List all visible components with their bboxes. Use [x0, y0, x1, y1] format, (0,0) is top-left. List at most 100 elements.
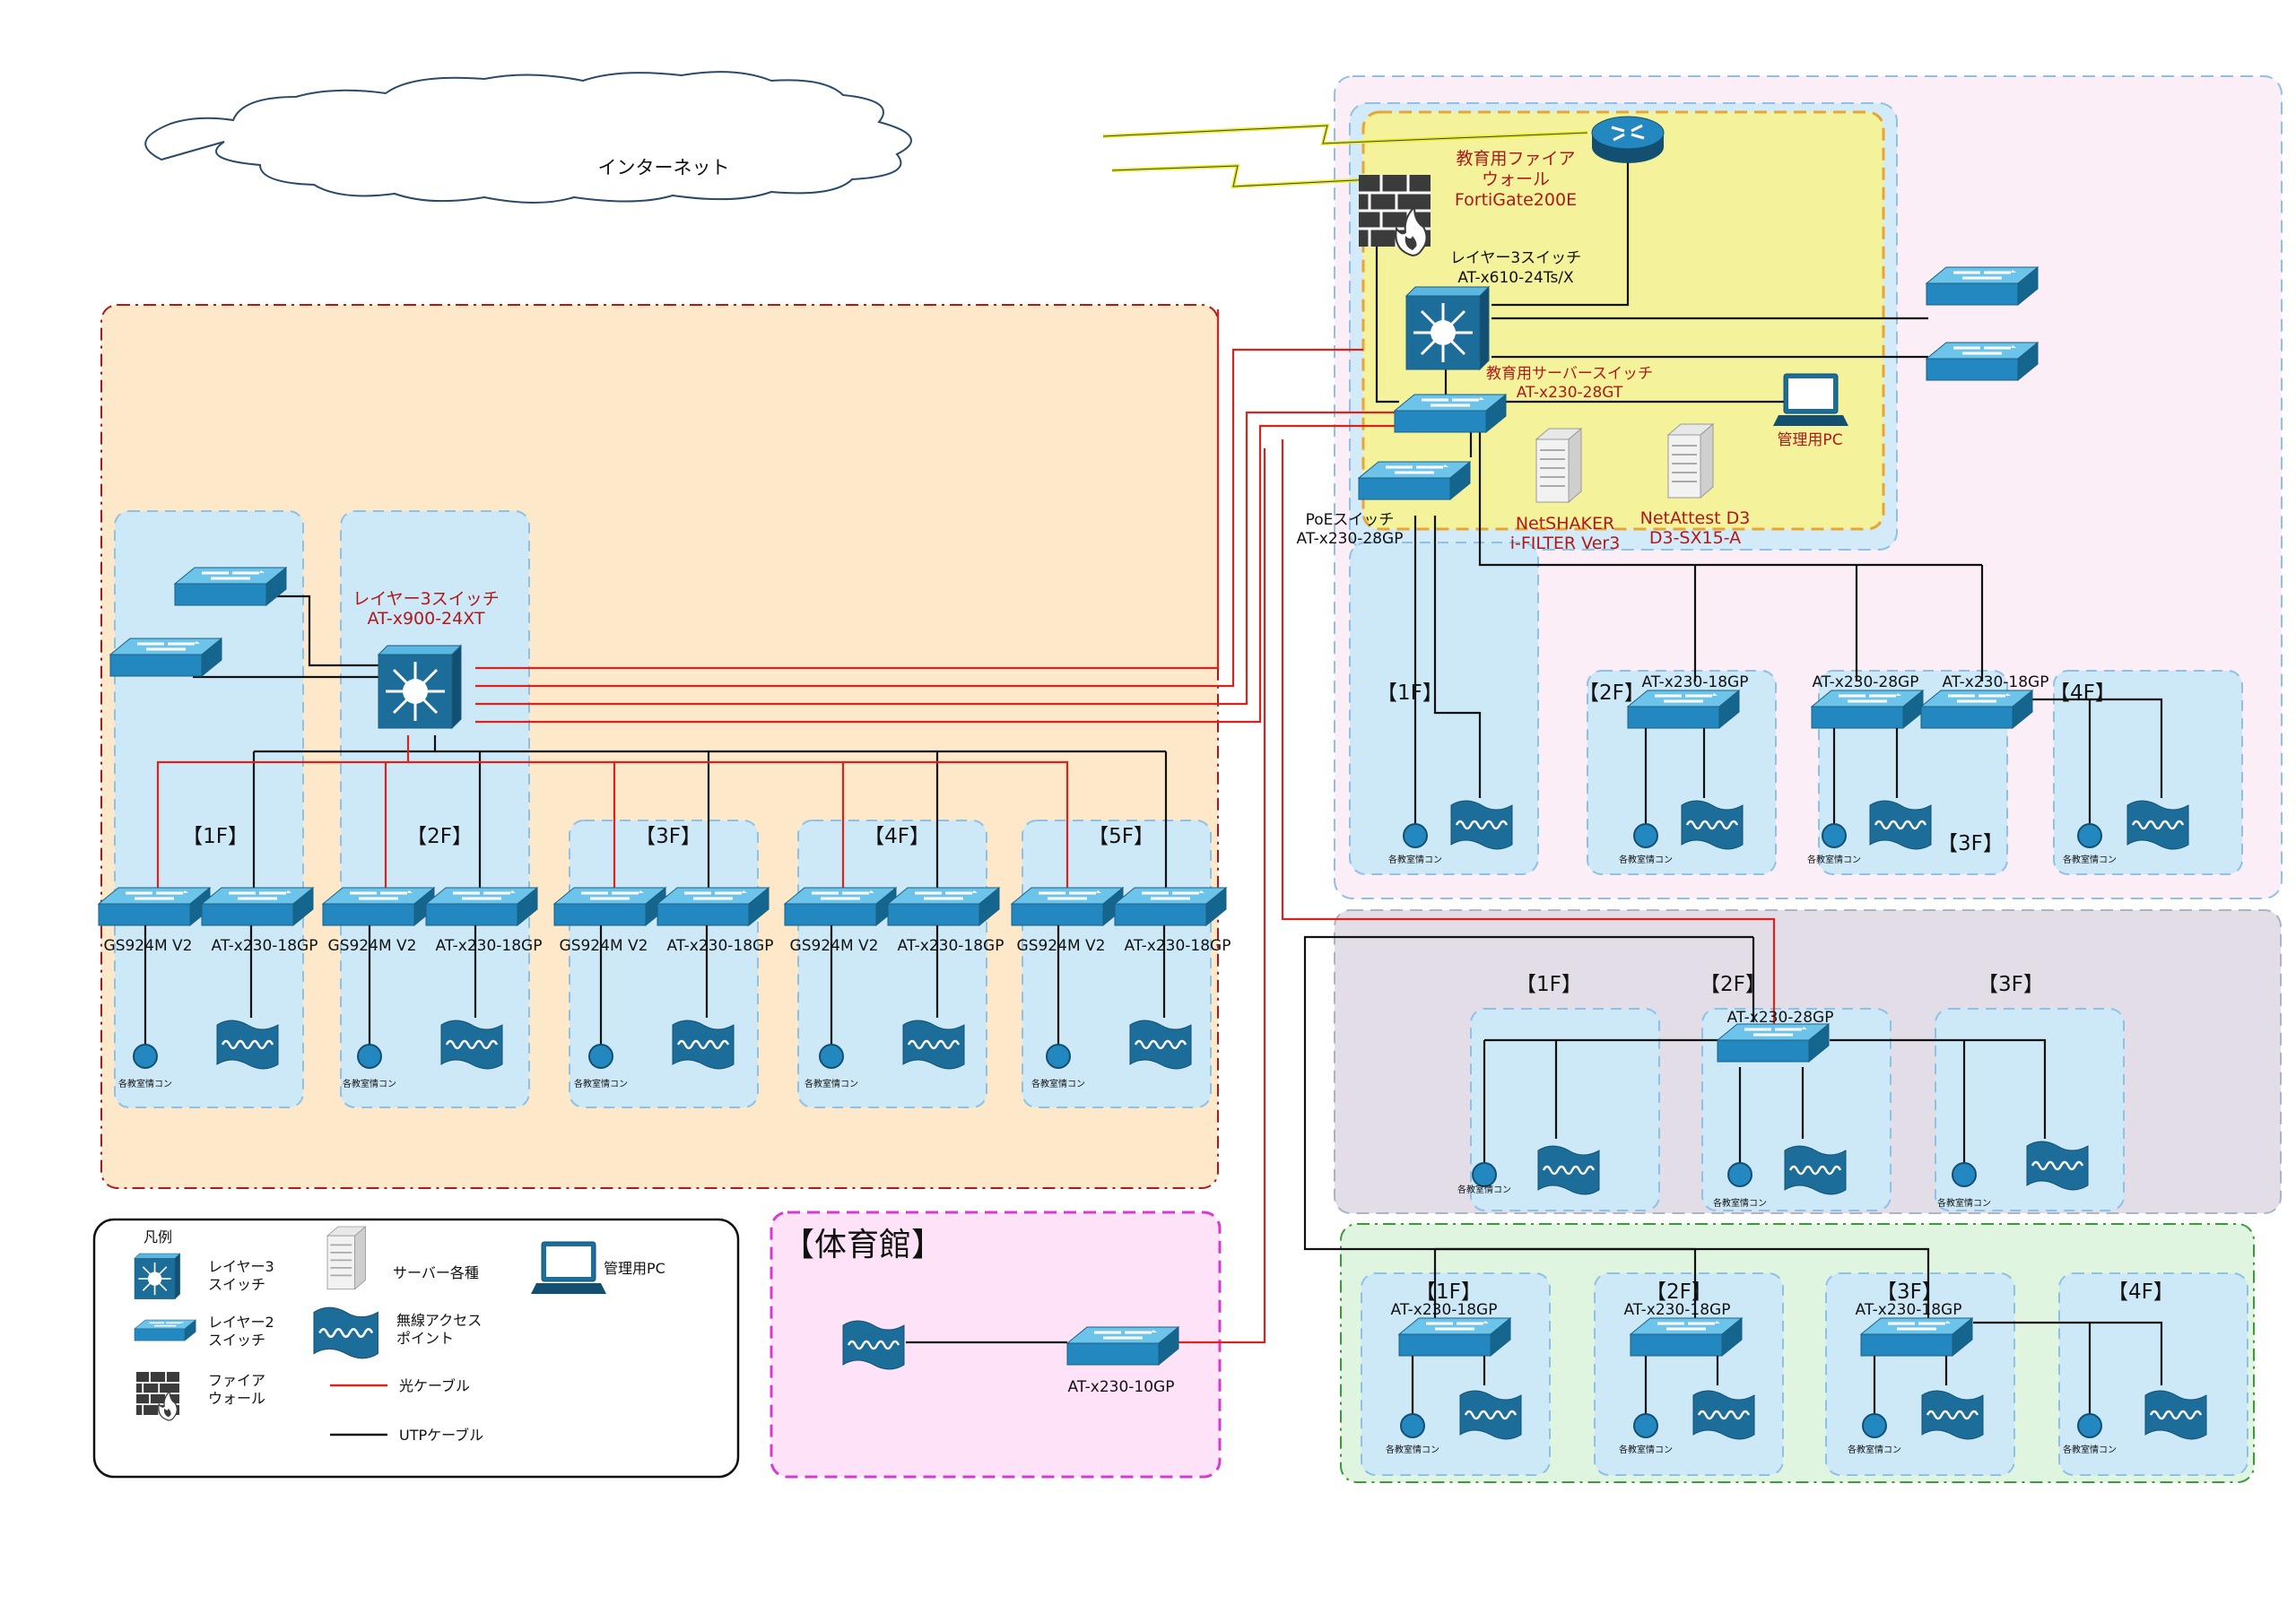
lb-2f-x230-switch-icon — [424, 886, 539, 927]
lb-floor-1f: 【1F】 — [182, 825, 248, 848]
rb-4f-client-icon — [2077, 1413, 2102, 1438]
rm-floor-3f: 【3F】 — [1978, 973, 2044, 996]
rb-3f-switch-icon — [1859, 1316, 1974, 1358]
lb-l3-label-2: AT-x900-24XT — [367, 609, 484, 629]
rm-switch-icon — [1716, 1022, 1831, 1063]
firewall-label-1: 教育用ファイア — [1456, 149, 1575, 169]
rb-sw-label-2: AT-x230-18GP — [1624, 1301, 1731, 1319]
rm-3f-room: 各教室情コン — [1937, 1197, 1991, 1209]
core-l3-label-2: AT-x610-24Ts/X — [1457, 269, 1574, 287]
server-switch-icon — [1393, 393, 1508, 434]
lb-floor-3f: 【3F】 — [635, 825, 701, 848]
lb-5f-x230-switch-icon — [1113, 886, 1228, 927]
rb-1f-switch-icon — [1397, 1316, 1512, 1358]
server-1-label-2: i-FILTER Ver3 — [1510, 534, 1621, 553]
rb-2f-client-icon — [1633, 1413, 1658, 1438]
rb-2f-switch-icon — [1629, 1316, 1744, 1358]
rb-1f-client-icon — [1400, 1413, 1425, 1438]
gym-switch-icon — [1065, 1325, 1180, 1367]
lb-1f-client-icon — [133, 1044, 158, 1069]
legend-l2-icon — [134, 1319, 197, 1341]
legend-fiber: 光ケーブル — [399, 1377, 470, 1394]
rt-1f-room: 各教室情コン — [1388, 854, 1442, 865]
lb-5f-client-icon — [1046, 1044, 1071, 1069]
server-switch-label-2: AT-x230-28GT — [1517, 384, 1623, 402]
rt-4f-client-icon — [2077, 823, 2102, 848]
lb-3f-room-label: 各教室情コン — [574, 1078, 628, 1089]
right-bottom: 【1F】 【2F】 【3F】 【4F】 AT-x230-18GP AT-x230… — [1386, 1280, 2208, 1455]
rb-sw-label-1: AT-x230-18GP — [1391, 1301, 1498, 1319]
admin-pc-icon — [1772, 373, 1849, 427]
rt-floor-2f: 【2F】 — [1578, 681, 1645, 705]
lb-floor-2f: 【2F】 — [406, 825, 473, 848]
left-building: レイヤー3スイッチ AT-x900-24XT 【1F】 【2F】 【3F】 【4… — [97, 566, 1231, 1089]
legend-server-icon — [326, 1226, 367, 1290]
legend-utp: UTPケーブル — [399, 1427, 483, 1444]
firewall-label-3: FortiGate200E — [1455, 190, 1577, 210]
legend-l3-2: スイッチ — [208, 1276, 265, 1293]
router-icon — [1590, 115, 1665, 165]
zone-right-bottom — [1340, 1223, 2255, 1483]
rb-2f-room: 各教室情コン — [1619, 1444, 1673, 1455]
legend-ap-2: ポイント — [396, 1330, 454, 1347]
lb-5f-room-label: 各教室情コン — [1031, 1078, 1085, 1089]
poe-label-2: AT-x230-28GP — [1297, 530, 1404, 548]
lb-4f-gs924-switch-icon — [783, 886, 898, 927]
rt-sw-label-1: AT-x230-18GP — [1642, 673, 1749, 691]
core-side-switch-1-icon — [1925, 265, 2039, 307]
rt-4f — [2053, 670, 2243, 875]
legend-fw-1: ファイア — [208, 1372, 265, 1389]
lb-2f-room-label: 各教室情コン — [343, 1078, 396, 1089]
lb-1f-gs924-switch-icon — [97, 886, 212, 927]
rt-4f-room: 各教室情コン — [2063, 854, 2117, 865]
firewall-icon — [1357, 173, 1432, 257]
rb-1f-room: 各教室情コン — [1386, 1444, 1439, 1455]
legend-ap-1: 無線アクセス — [396, 1312, 482, 1329]
lb-side-switch-1-icon — [173, 566, 288, 607]
rb-floor-4f: 【4F】 — [2108, 1280, 2174, 1304]
server-1-icon — [1535, 428, 1582, 503]
gym: 【体育館】 AT-x230-10GP — [782, 1227, 1180, 1396]
lb-5f-switch-a-label: GS924M V2 — [1017, 937, 1106, 955]
rt-sw-label-2: AT-x230-28GP — [1813, 673, 1919, 691]
lb-3f-switch-b-label: AT-x230-18GP — [667, 937, 774, 955]
lb-4f-client-icon — [819, 1044, 844, 1069]
core-l3-label-1: レイヤー3スイッチ — [1450, 249, 1581, 267]
right-top-floors: 【2F】 【3F】 【4F】 AT-x230-18GP AT-x230-28GP… — [1578, 673, 2190, 865]
rt-3f-room: 各教室情コン — [1807, 854, 1861, 865]
lb-4f-switch-a-label: GS924M V2 — [790, 937, 879, 955]
lb-l3-switch-icon — [377, 644, 463, 730]
legend-l3-icon — [134, 1253, 181, 1300]
lb-5f-gs924-switch-icon — [1010, 886, 1125, 927]
admin-pc-label: 管理用PC — [1777, 431, 1842, 449]
lb-side-switch-2-icon — [109, 637, 223, 678]
server-2-icon — [1667, 423, 1714, 499]
lb-4f-room-label: 各教室情コン — [804, 1078, 858, 1089]
legend-l2-1: レイヤー2 — [208, 1314, 274, 1331]
legend-pc-icon — [530, 1241, 607, 1295]
rm-2f-room: 各教室情コン — [1713, 1197, 1767, 1209]
zones — [92, 75, 2283, 1483]
legend-pc: 管理用PC — [604, 1260, 665, 1277]
legend-fw-icon — [135, 1371, 180, 1421]
legend-server: サーバー各種 — [393, 1264, 479, 1281]
right-mid: 【1F】 【2F】 【3F】 AT-x230-28GP 各教室情コン 各教室情コ… — [1457, 973, 2090, 1209]
core-l3-switch-icon — [1405, 285, 1491, 371]
rm-1f — [1470, 1008, 1660, 1211]
internet-cloud: インターネット — [144, 71, 912, 204]
lb-3f-client-icon — [588, 1044, 613, 1069]
core-side-switch-2-icon — [1925, 341, 2039, 382]
lb-l3-label-1: レイヤー3スイッチ — [352, 589, 500, 609]
lb-3f-x230-switch-icon — [656, 886, 770, 927]
rm-floor-1f: 【1F】 — [1516, 973, 1582, 996]
rm-2f-client-icon — [1727, 1162, 1752, 1187]
poe-label-1: PoEスイッチ — [1306, 511, 1395, 529]
rm-1f-client-icon — [1472, 1162, 1497, 1187]
cables — [156, 161, 2163, 1426]
lb-2f-gs924-switch-icon — [321, 886, 436, 927]
server-2-label-2: D3-SX15-A — [1649, 528, 1741, 548]
lb-2f-switch-a-label: GS924M V2 — [328, 937, 417, 955]
